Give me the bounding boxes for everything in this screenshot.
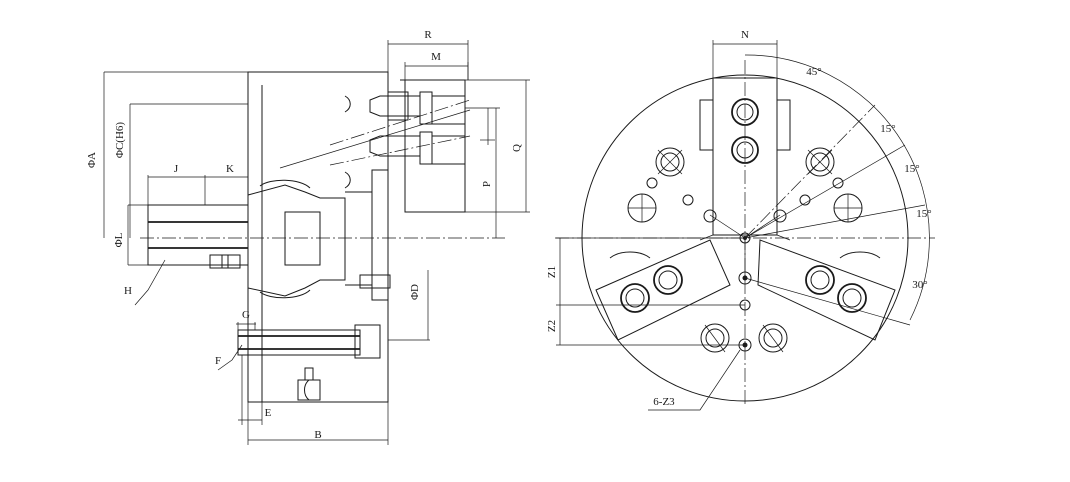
label-z3: 6-Z3 — [653, 396, 675, 408]
front-view — [555, 40, 935, 411]
label-phi-a: ΦA — [86, 152, 98, 168]
label-z1: Z1 — [546, 266, 558, 278]
label-b: B — [314, 429, 321, 441]
label-g: G — [242, 309, 250, 321]
front-view-labels: N 45° 15° 15° 15° 30° Z1 Z2 6-Z3 — [546, 29, 932, 408]
label-n: N — [741, 29, 749, 41]
side-view-labels: ΦA ΦC(H6) J K ΦL H G F E B R M Q P ΦD — [86, 29, 523, 441]
label-p: P — [481, 181, 493, 187]
label-f: F — [215, 355, 221, 367]
label-k: K — [226, 163, 234, 175]
label-e: E — [265, 407, 272, 419]
label-q: Q — [511, 144, 523, 152]
label-angle-30: 30° — [912, 279, 927, 291]
label-angle-15-1: 15° — [880, 123, 895, 135]
label-angle-15-2: 15° — [904, 163, 919, 175]
label-phi-d: ΦD — [409, 284, 421, 300]
label-j: J — [174, 163, 179, 175]
label-angle-15-3: 15° — [916, 208, 931, 220]
label-m: M — [431, 51, 441, 63]
label-phi-l: ΦL — [113, 232, 125, 247]
label-h: H — [124, 285, 132, 297]
label-angle-45: 45° — [806, 66, 821, 78]
side-view — [103, 40, 530, 445]
label-r: R — [424, 29, 432, 41]
label-phi-c: ΦC(H6) — [114, 122, 126, 158]
label-z2: Z2 — [546, 320, 558, 332]
